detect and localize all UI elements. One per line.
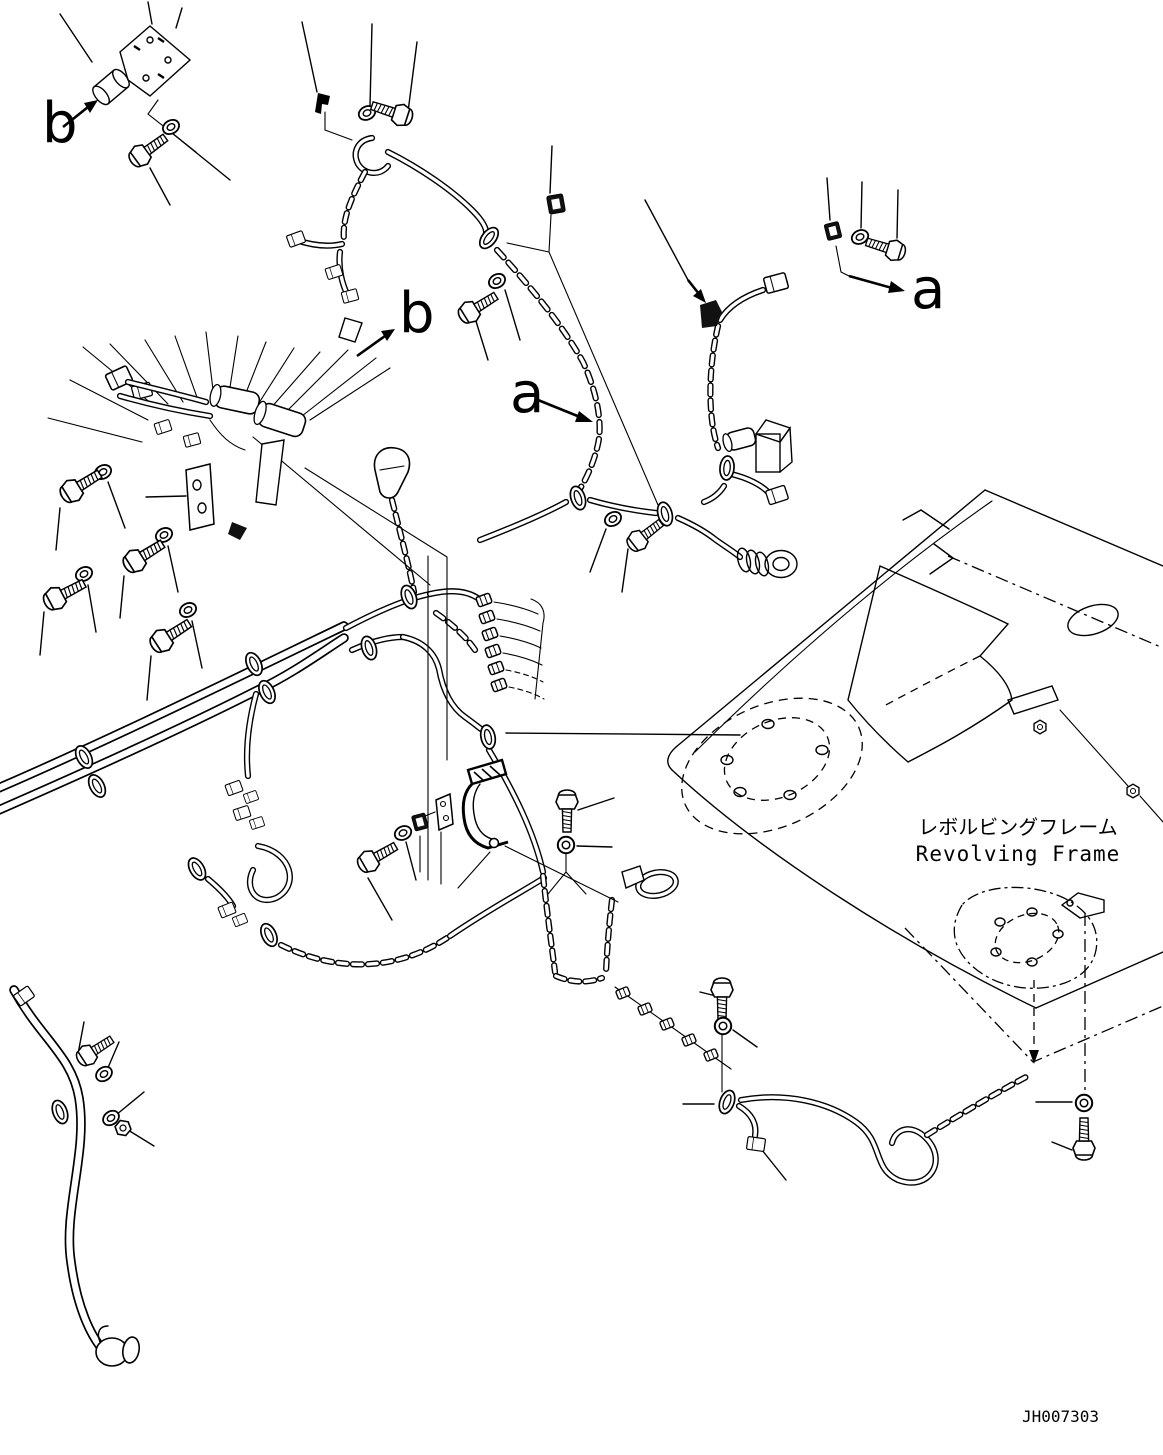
hardware (12, 25, 909, 1367)
clip-ladder (474, 592, 545, 700)
clamp-icon (48, 1097, 72, 1127)
frame-left-boss (681, 697, 863, 835)
plug-connector (700, 300, 722, 328)
drawing-number: JH007303 (1022, 1407, 1099, 1426)
washer-icon (601, 508, 625, 530)
harness-bracket-clip (546, 193, 566, 215)
wiring-harness-main (0, 134, 1030, 1355)
view-arrow-a (888, 281, 905, 293)
mounting-plate (185, 463, 215, 531)
bolt-icon (453, 285, 503, 329)
connector-icon (745, 1135, 767, 1153)
relay-box (754, 419, 793, 473)
bolt-icon (145, 612, 197, 658)
frame-label-en: Revolving Frame (916, 842, 1121, 866)
frame-tab-bracket (1007, 685, 1163, 823)
clamp-icon (477, 722, 499, 752)
view-arrow-b (84, 100, 98, 113)
bolt-icon (1072, 1117, 1096, 1161)
washer-icon (92, 1062, 116, 1086)
washer-icon (713, 1016, 733, 1036)
view-label-a: a (510, 361, 544, 426)
boot-connector (373, 446, 411, 499)
washer-icon (72, 563, 96, 585)
view-label-b: b (399, 281, 435, 346)
connector-icon (242, 789, 260, 805)
bolt-icon (710, 977, 734, 1021)
view-label-a: a (911, 257, 945, 322)
cable-elbow-boot (95, 1325, 140, 1367)
harness-cluster (104, 364, 307, 506)
annotations: レボルビングフレーム Revolving Frame JH007303 (916, 815, 1121, 1426)
clamp-icon (397, 582, 421, 612)
wedge-clip (228, 522, 247, 540)
bolt-icon (55, 463, 107, 508)
mounting-bracket-triangular (119, 25, 192, 97)
nut-icon (1033, 719, 1047, 735)
frame-bottom-boss (953, 886, 1105, 989)
bolt-icon (555, 789, 579, 833)
washer-icon (1074, 1093, 1094, 1113)
battery-cable (10, 986, 107, 1354)
washer-icon (556, 835, 576, 855)
plug-arrow (693, 289, 706, 303)
revolving-frame (667, 489, 1163, 1161)
view-label-b: b (42, 91, 78, 156)
small-bracket (435, 792, 454, 832)
bolt-icon (118, 533, 170, 578)
cylinder-fitting (722, 427, 757, 453)
harness-clip (315, 93, 330, 114)
connector-icon (762, 271, 790, 295)
nut-icon (1126, 783, 1140, 799)
spacer-bushing (92, 68, 130, 106)
install-arrowhead (1029, 1050, 1039, 1064)
frame-plateau (847, 509, 1013, 763)
bolt-icon (862, 231, 909, 265)
connector-icon (217, 901, 237, 919)
clamp-icon (84, 771, 110, 801)
u-bracket (461, 758, 509, 850)
washer-icon (391, 822, 415, 844)
frame-oval-hole (1067, 603, 1119, 637)
washer-icon (485, 270, 509, 292)
view-arrow-a (575, 411, 593, 422)
leader-lines (39, 1, 899, 1181)
connector-icon (248, 815, 266, 831)
battery-cable (9, 985, 108, 1355)
connector-icon (232, 804, 252, 822)
strap (255, 439, 285, 506)
connector-icon (764, 484, 790, 506)
bolt-icon (124, 127, 173, 172)
clamp-icon (256, 920, 282, 950)
bolt-icon (71, 1029, 119, 1071)
clamp-icon (566, 483, 590, 513)
view-arrow-b (381, 329, 395, 341)
strap (338, 317, 363, 343)
view-callouts: b b a a (42, 91, 945, 426)
bolt-icon (38, 572, 91, 616)
washer-icon (176, 599, 200, 621)
connector-icon (224, 779, 244, 797)
harness-clip (823, 220, 843, 242)
bolt-icon (352, 835, 402, 878)
connector-icon (231, 912, 249, 928)
grommet (736, 547, 798, 579)
p-clip (715, 1087, 739, 1117)
frame-label-jp: レボルビングフレーム (918, 815, 1117, 839)
clamp-tab (621, 865, 645, 889)
